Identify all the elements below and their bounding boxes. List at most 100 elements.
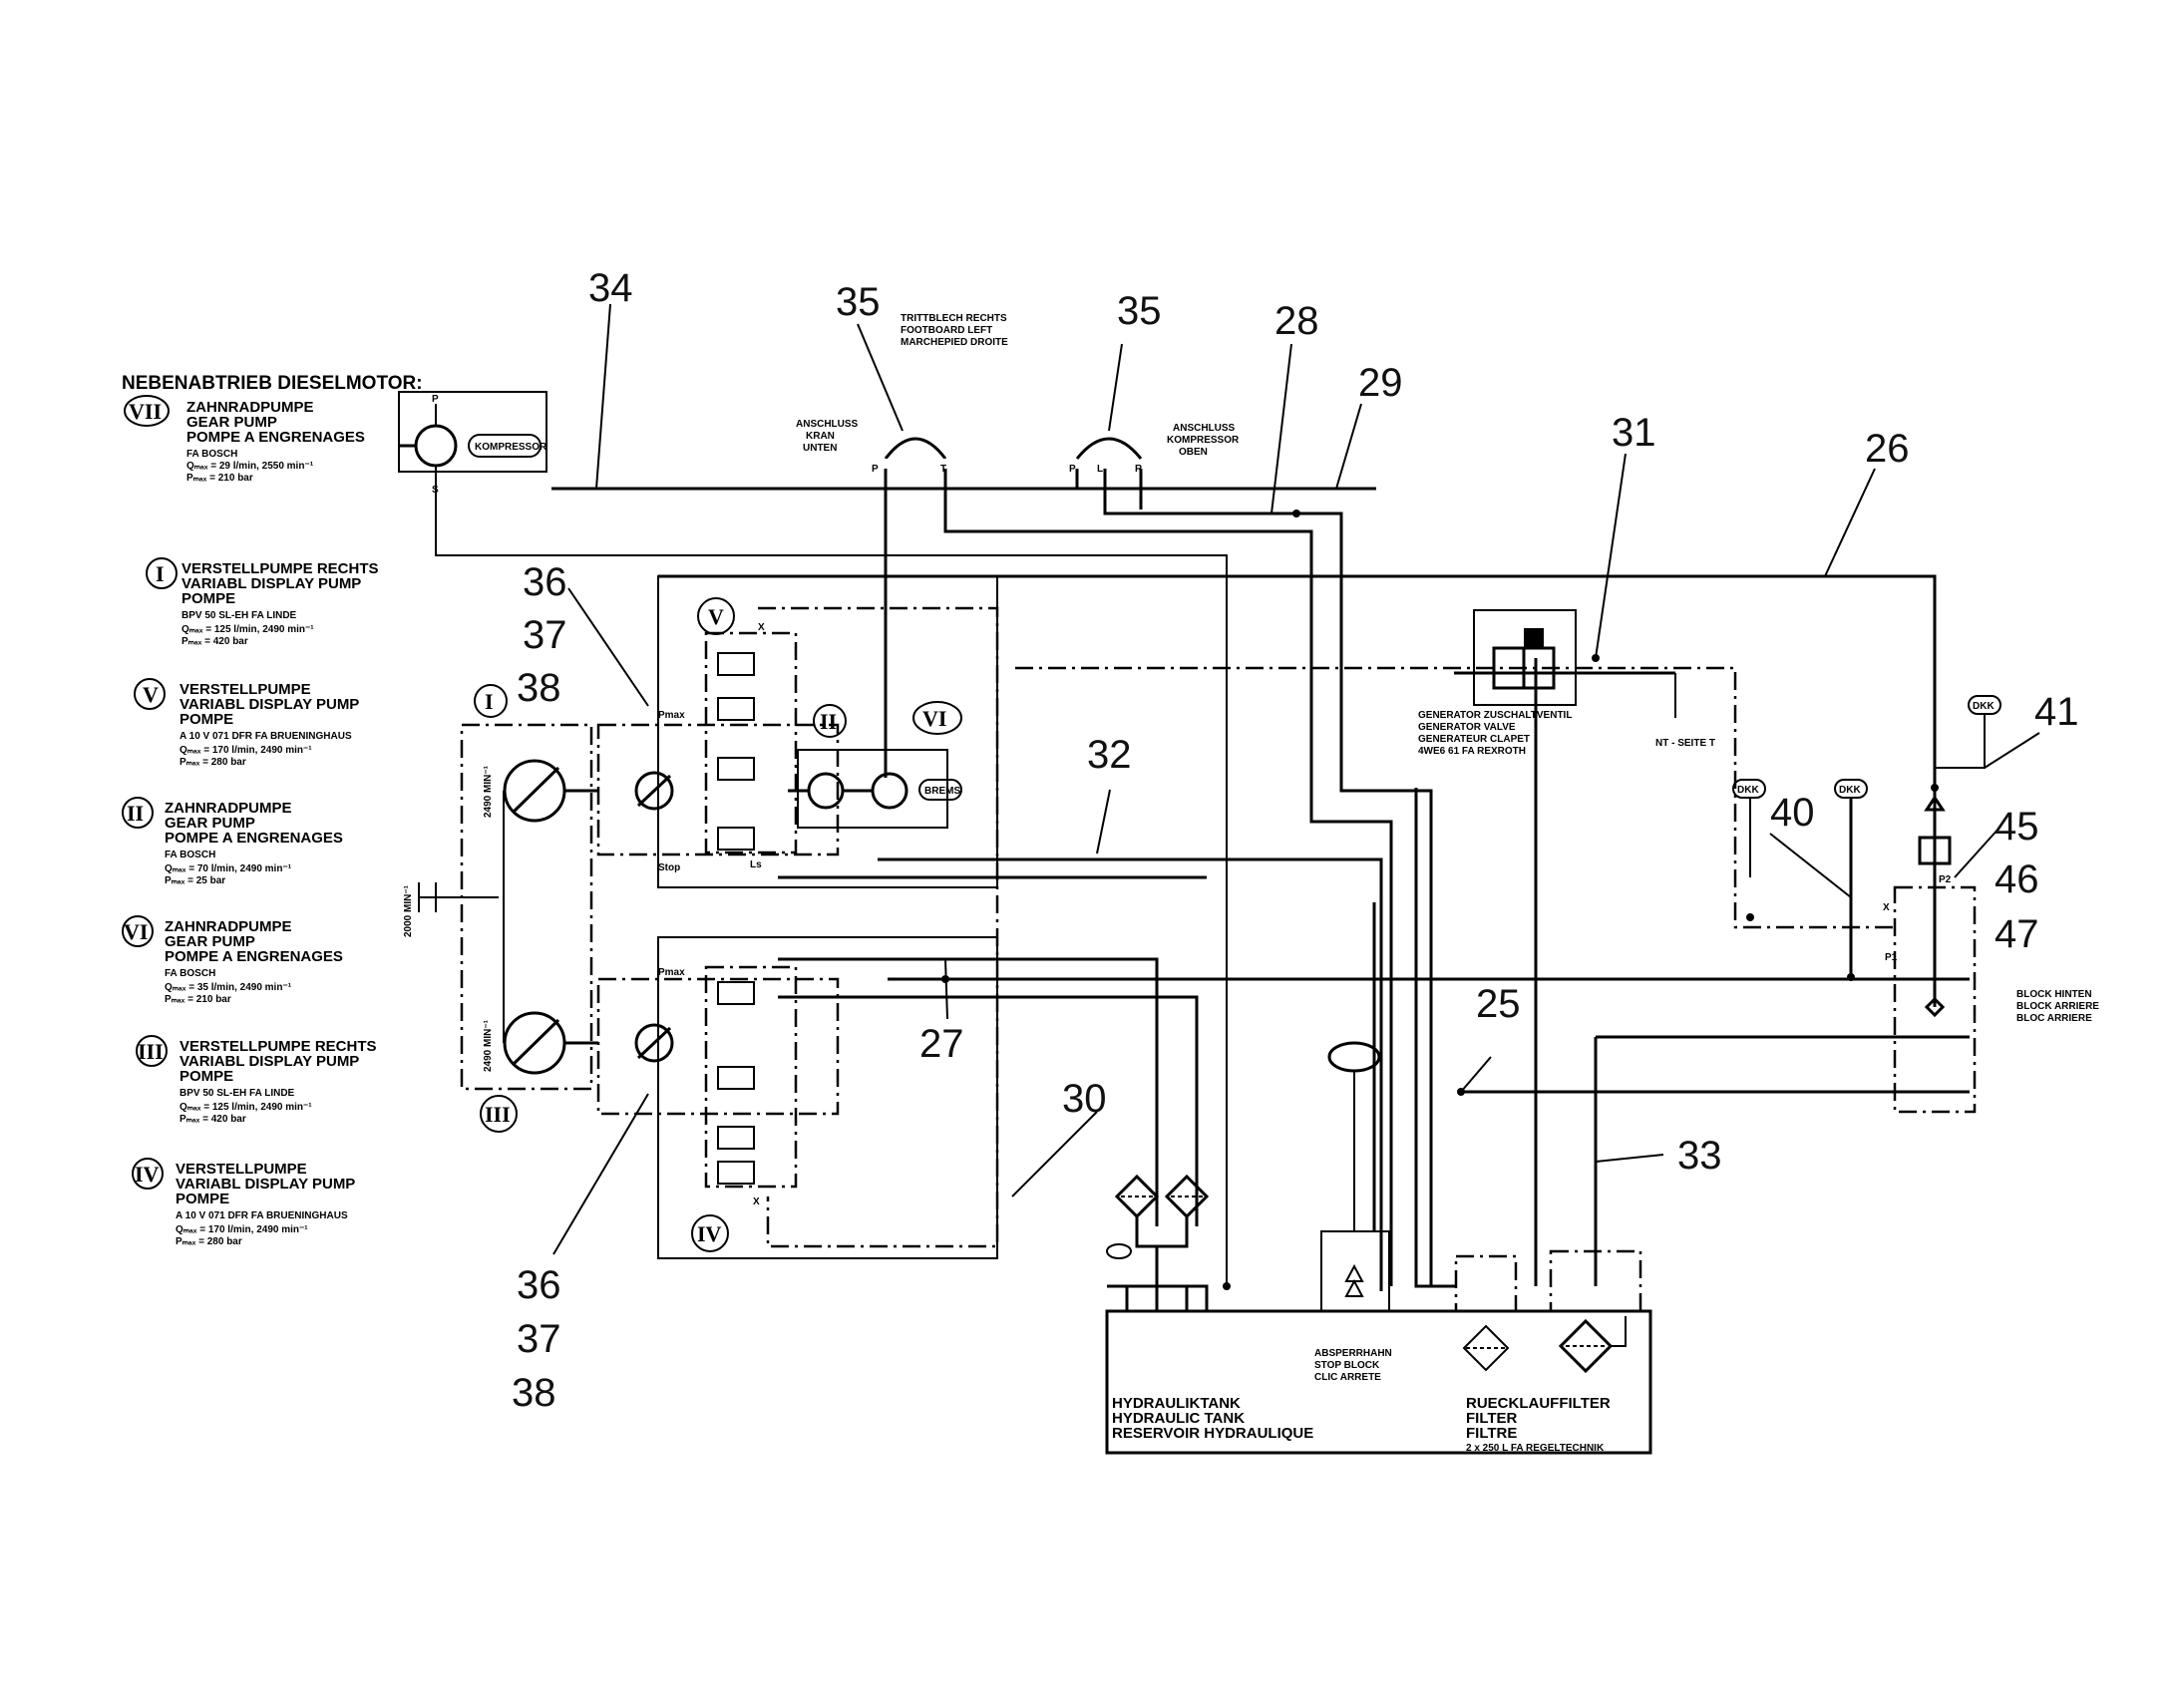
legend-header: NEBENABTRIEB DIESELMOTOR: [122, 373, 423, 394]
filter-icon [1558, 1318, 1614, 1374]
main-pump-group: 2000 MIN⁻¹ 2490 MIN⁻¹ 2490 MIN⁻¹ Pmax St… [403, 710, 840, 1116]
line-27-b [778, 995, 1199, 1226]
callout-28: 28 [1274, 299, 1319, 343]
callout-32: 32 [1087, 733, 1132, 777]
legend-line: VERSTELLPUMPE RECHTS [182, 560, 379, 577]
breather-icon [1106, 1243, 1132, 1259]
callout-25: 25 [1476, 982, 1521, 1026]
legend-line: Qₘₐₓ = 125 l/min, 2490 min⁻¹ [180, 1102, 312, 1113]
legend-line: POMPE [180, 1068, 233, 1085]
coupling-35-left: P T [872, 437, 953, 475]
legend-line: POMPE A ENGRENAGES [165, 830, 343, 847]
roman-badge [122, 797, 154, 829]
port-label: P [1069, 464, 1076, 475]
roman-badge [691, 1214, 729, 1252]
block-label: BLOCK HINTEN [2016, 989, 2092, 1000]
legend-number: II [127, 801, 144, 826]
legend-line: Pₘₐₓ = 280 bar [180, 757, 246, 768]
line-32-b [878, 857, 1383, 1291]
roman-badge [134, 678, 166, 710]
callout-33: 33 [1677, 1134, 1722, 1178]
gen-label: GENERATOR VALVE [1418, 722, 1516, 733]
roman-badge [132, 1158, 164, 1190]
pump-v-regulator [704, 631, 798, 854]
port-label: X [758, 622, 765, 633]
anschluss-label: ANSCHLUSS [1173, 423, 1236, 434]
legend-line: Qₘₐₓ = 170 l/min, 2490 min⁻¹ [176, 1224, 308, 1235]
swashplate-lower [634, 1023, 674, 1063]
generator-valve: GENERATOR ZUSCHALTVENTIL GENERATOR VALVE… [1418, 609, 1715, 757]
callout-38: 38 [517, 666, 561, 710]
legend-entry-vii: VII ZAHNRADPUMPE GEAR PUMP POMPE A ENGRE… [124, 395, 365, 484]
filter-label: FILTRE [1466, 1425, 1517, 1442]
legend-line: POMPE [180, 711, 233, 728]
tank-label: HYDRAULIKTANK [1112, 1395, 1241, 1412]
gear-pump-vii: KOMPRESSOR P S [398, 391, 547, 496]
callout-26: 26 [1865, 427, 1910, 471]
roman-badge-iii [480, 1095, 518, 1133]
gen-label: GENERATEUR CLAPET [1418, 734, 1530, 745]
svg-text:V: V [708, 604, 724, 629]
legend-line: FA BOSCH [186, 449, 237, 460]
gear-pumps-ii-vi: BREMS II VI [788, 701, 962, 829]
pump-iv-regulator [704, 965, 798, 1189]
port-label: P [872, 464, 879, 475]
speed-label: 2490 MIN⁻¹ [483, 1019, 494, 1072]
tank-label: HYDRAULIC TANK [1112, 1410, 1245, 1427]
absperr-label: ABSPERRHAHN [1314, 1348, 1392, 1359]
control-block-upper [596, 723, 840, 856]
port-label: Ls [750, 859, 762, 870]
callout-27: 27 [919, 1022, 964, 1066]
legend-line: FA BOSCH [165, 968, 215, 979]
port-label: X [753, 1196, 760, 1207]
callout-40: 40 [1770, 791, 1815, 835]
callout-45: 45 [1995, 805, 2039, 849]
legend-line: Pₘₐₓ = 210 bar [165, 994, 231, 1005]
gen-side-label: NT - SEITE T [1655, 738, 1715, 749]
gen-label: 4WE6 61 FA REXROTH [1418, 746, 1526, 757]
callout-36: 36 [517, 1263, 561, 1307]
port-label: R [1135, 464, 1143, 475]
legend-entry-iii: III VERSTELLPUMPE RECHTS VARIABL DISPLAY… [136, 1035, 377, 1125]
cooler-icon [1327, 1041, 1381, 1073]
absperr-label: CLIC ARRETE [1314, 1372, 1381, 1383]
absperr-label: STOP BLOCK [1314, 1360, 1380, 1371]
legend-line: BPV 50 SL-EH FA LINDE [182, 610, 297, 621]
tank-label: RESERVOIR HYDRAULIQUE [1112, 1425, 1313, 1442]
coupling-35-right: P L R [1069, 437, 1143, 475]
block-label: BLOC ARRIERE [2016, 1013, 2092, 1024]
pilot-line-30 [758, 606, 999, 1248]
port-label: T [940, 464, 946, 475]
legend-line: A 10 V 071 DFR FA BRUENINGHAUS [180, 731, 352, 742]
svg-text:II: II [820, 709, 837, 734]
callout-31: 31 [1612, 411, 1656, 455]
legend-line: Qₘₐₓ = 125 l/min, 2490 min⁻¹ [182, 624, 314, 635]
legend-number: V [143, 682, 159, 707]
roman-iii: III [485, 1102, 511, 1127]
legend-line: Pₘₐₓ = 210 bar [186, 473, 253, 484]
legend-entry-iv: IV VERSTELLPUMPE VARIABL DISPLAY PUMP PO… [132, 1158, 355, 1247]
port-label: L [1097, 464, 1103, 475]
stop-label: Stop [658, 862, 680, 873]
legend-line: GEAR PUMP [186, 414, 277, 431]
rear-block: P2 P1 X BLOCK HINTEN BLOCK ARRIERE BLOC … [1883, 788, 2099, 1114]
legend-line: FA BOSCH [165, 850, 215, 860]
roman-badge [813, 704, 847, 738]
callout-leaders [552, 303, 2040, 1255]
footboard-label: FOOTBOARD LEFT [901, 325, 992, 336]
anschluss-label: KRAN [806, 431, 835, 442]
pump-ii-vi-frame [797, 749, 948, 829]
legend-line: Pₘₐₓ = 25 bar [165, 875, 225, 886]
legend-line: Pₘₐₓ = 420 bar [182, 636, 248, 647]
callout-46: 46 [1995, 857, 2039, 901]
legend-number: VII [129, 399, 162, 424]
line-28 [1103, 469, 1433, 1286]
legend-line: Qₘₐₓ = 35 l/min, 2490 min⁻¹ [165, 982, 292, 993]
legend-line: VARIABL DISPLAY PUMP [180, 696, 359, 713]
svg-text:IV: IV [697, 1221, 722, 1246]
legend-line: Pₘₐₓ = 420 bar [180, 1114, 246, 1125]
svg-text:VI: VI [922, 706, 946, 731]
legend-line: ZAHNRADPUMPE [165, 918, 292, 935]
switch-label: DKK [1839, 785, 1861, 796]
